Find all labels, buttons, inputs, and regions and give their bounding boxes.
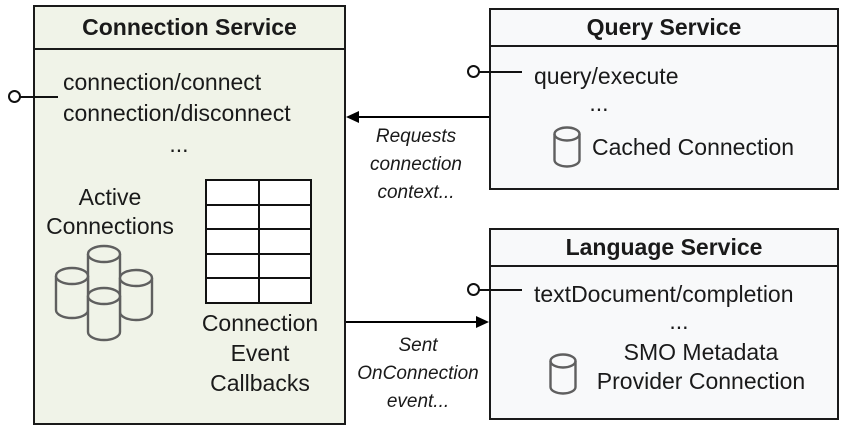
cached-connection-label: Cached Connection [592,134,795,160]
callback-table-cell [207,230,258,253]
callback-table-cell [259,230,310,253]
query-service-methods: query/execute [534,62,678,91]
connection-service-title: Connection Service [35,7,344,50]
callback-table-cell [207,181,258,204]
query-service-box: Query Service query/execute ... Cached C… [489,8,839,190]
arrow-line [352,116,489,118]
interface-stem [479,71,522,73]
connection-service-methods: connection/connect connection/disconnect… [63,67,295,160]
callback-table-cell [207,254,258,278]
connection-event-callbacks-label: Connection Event Callbacks [201,310,319,396]
callback-table [205,179,312,304]
database-icon [552,125,582,169]
active-connections-cylinders-icon [52,244,156,342]
smo-metadata-provider-label: SMO Metadata Provider Connection [596,339,806,394]
method-textdocument-completion: textDocument/completion [534,281,794,307]
requests-arrow-label: Requests connection context... [370,126,462,203]
query-service-title: Query Service [491,10,837,47]
language-methods-ellipsis: ... [669,308,689,334]
language-service-methods: textDocument/completion [534,280,794,309]
method-connection-disconnect: connection/disconnect [63,100,291,126]
callback-table-cell [259,279,310,302]
sent-arrow-label: Sent OnConnection event... [357,335,479,412]
callback-table-cell [207,279,258,302]
callback-table-cell [259,254,310,278]
callback-table-cell [259,181,310,204]
callback-table-cell [207,205,258,229]
language-service-box: Language Service textDocument/completion… [489,228,839,420]
callback-table-cell [259,205,310,229]
method-query-execute: query/execute [534,63,679,89]
arrow-head-left-icon [346,111,359,123]
interface-stem [479,289,522,291]
query-methods-ellipsis: ... [589,90,609,116]
language-service-title: Language Service [491,230,837,267]
arrow-head-right-icon [476,316,489,328]
interface-stem [20,96,58,98]
method-connection-connect: connection/connect [63,69,262,95]
connection-service-box: Connection Service connection/connect co… [33,5,346,425]
methods-ellipsis: ... [169,131,189,157]
active-connections-label: Active Connections [46,184,174,239]
arrow-line [346,321,479,323]
database-icon [548,352,578,396]
